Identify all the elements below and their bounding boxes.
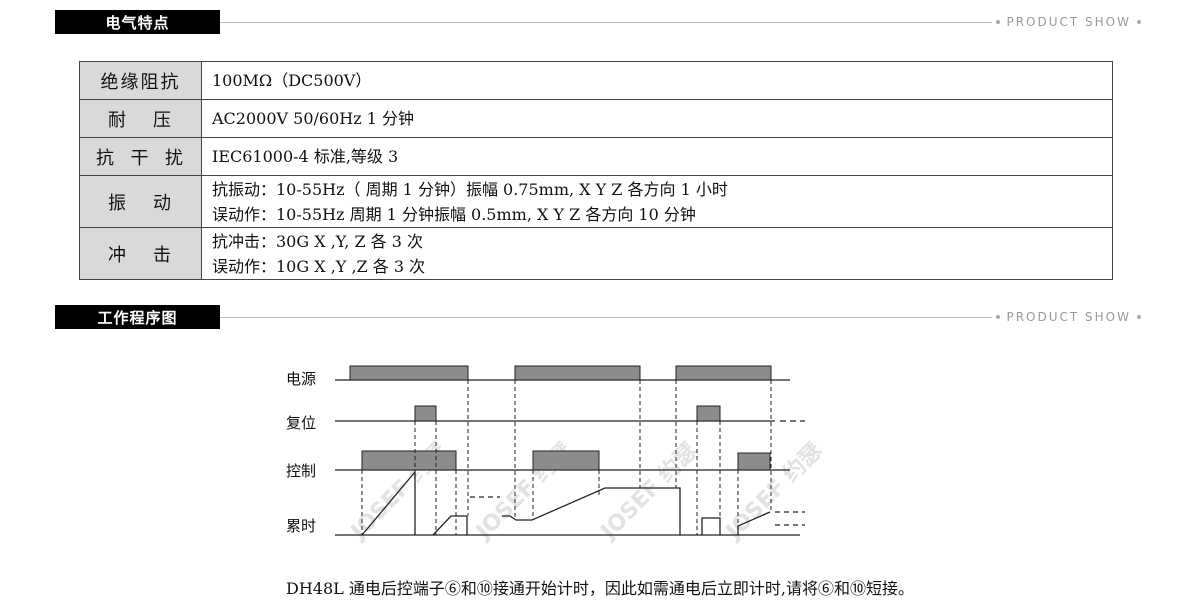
- row-label: 绝缘阻抗: [79, 61, 202, 100]
- product-show-tag: PRODUCT SHOW: [992, 310, 1145, 324]
- section-title-text: 电气特点: [105, 13, 170, 32]
- row-label: 冲击: [79, 227, 202, 280]
- product-show-text: PRODUCT SHOW: [1006, 15, 1131, 29]
- section-title-timing: 工作程序图: [55, 305, 220, 329]
- reset-pulses: [414, 405, 721, 422]
- dot-icon: [1137, 315, 1141, 319]
- row-value: 抗振动：10-55Hz（ 周期 1 分钟）振幅 0.75mm, X Y Z 各方…: [201, 175, 1113, 228]
- section-divider: [220, 317, 1145, 318]
- dot-icon: [996, 20, 1001, 24]
- label-accumulate: 累时: [286, 517, 316, 535]
- table-row: 振动 抗振动：10-55Hz（ 周期 1 分钟）振幅 0.75mm, X Y Z…: [79, 175, 1113, 228]
- product-show-text: PRODUCT SHOW: [1006, 310, 1131, 324]
- label-char: 耐: [108, 109, 128, 131]
- table-row: 绝缘阻抗 100MΩ（DC500V）: [79, 61, 1113, 100]
- label-char: 动: [153, 192, 173, 214]
- row-value: AC2000V 50/60Hz 1 分钟: [201, 99, 1113, 138]
- row-value: 100MΩ（DC500V）: [201, 61, 1113, 100]
- row-label: 耐压: [79, 99, 202, 138]
- table-row: 抗干扰 IEC61000-4 标准,等级 3: [79, 137, 1113, 176]
- label-reset: 复位: [286, 414, 316, 432]
- timing-guides: [361, 380, 772, 535]
- row-value: IEC61000-4 标准,等级 3: [201, 137, 1113, 176]
- section-title-electrical: 电气特点: [55, 10, 220, 34]
- label-char: 扰: [165, 147, 185, 169]
- label-control: 控制: [286, 462, 316, 480]
- label-char: 抗: [96, 147, 116, 169]
- diagram-caption: DH48L 通电后控端子⑥和⑩接通开始计时，因此如需通电后立即计时,请将⑥和⑩短…: [286, 579, 914, 598]
- label-power: 电源: [286, 370, 316, 388]
- section-title-text: 工作程序图: [97, 308, 178, 327]
- label-char: 击: [153, 244, 173, 266]
- label-char: 干: [130, 147, 151, 169]
- label-char: 振: [108, 192, 128, 214]
- table-row: 冲击 抗冲击：30G X ,Y, Z 各 3 次 误动作：10G X ,Y ,Z…: [79, 227, 1113, 280]
- dot-icon: [1137, 20, 1141, 24]
- row-value: 抗冲击：30G X ,Y, Z 各 3 次 误动作：10G X ,Y ,Z 各 …: [201, 227, 1113, 280]
- label-char: 压: [153, 109, 173, 131]
- product-show-tag: PRODUCT SHOW: [992, 15, 1145, 29]
- row-label: 振动: [79, 175, 202, 228]
- table-row: 耐压 AC2000V 50/60Hz 1 分钟: [79, 99, 1113, 138]
- spec-table: 绝缘阻抗 100MΩ（DC500V） 耐压 AC2000V 50/60Hz 1 …: [79, 61, 1113, 280]
- label-char: 冲: [108, 244, 128, 266]
- control-pulses: [361, 450, 771, 471]
- power-pulses: [349, 365, 772, 381]
- row-label: 抗干扰: [79, 137, 202, 176]
- watermark-text: JOSEF 约瑟: [719, 438, 827, 546]
- watermark-text: JOSEF 约瑟: [594, 438, 702, 546]
- dot-icon: [996, 315, 1001, 319]
- section-divider: [220, 22, 1145, 23]
- timing-diagram: JOSEF 约瑟 JOSEF 约瑟 JOSEF 约瑟 JOSEF 约瑟 电源 复…: [286, 365, 827, 546]
